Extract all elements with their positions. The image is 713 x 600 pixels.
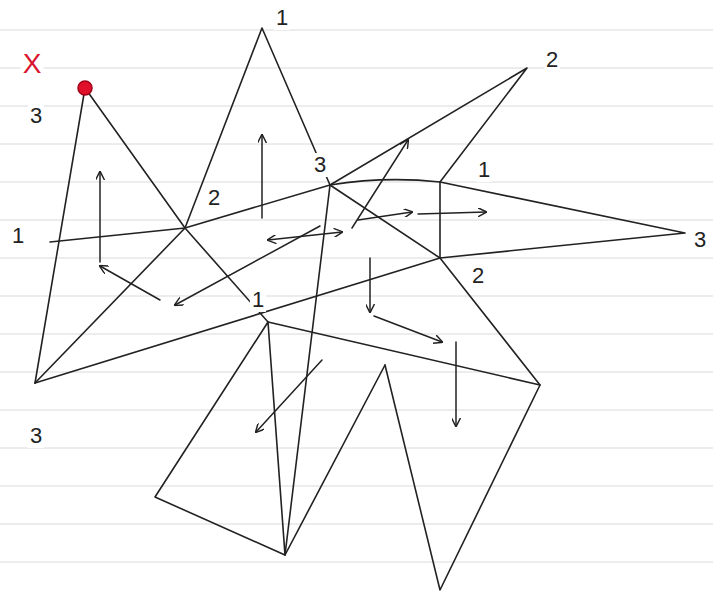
ruled-lines [0,30,713,562]
vertex-label: 1 [250,288,266,312]
marked-point [78,81,92,95]
vertex-label: 2 [470,264,486,288]
vertex-label: 3 [28,424,44,448]
vertex-label: 3 [28,104,44,128]
vertex-label: 2 [544,48,560,72]
vertex-label: 3 [312,153,328,177]
figure-lines [35,28,685,590]
vertex-label: 2 [206,186,222,210]
mark-label: X [21,49,44,79]
vertex-label: 1 [476,158,492,182]
vertex-label: 1 [274,6,290,30]
flow-arrows [100,135,486,432]
vertex-label: 1 [10,224,26,248]
vertex-label: 3 [692,228,708,252]
